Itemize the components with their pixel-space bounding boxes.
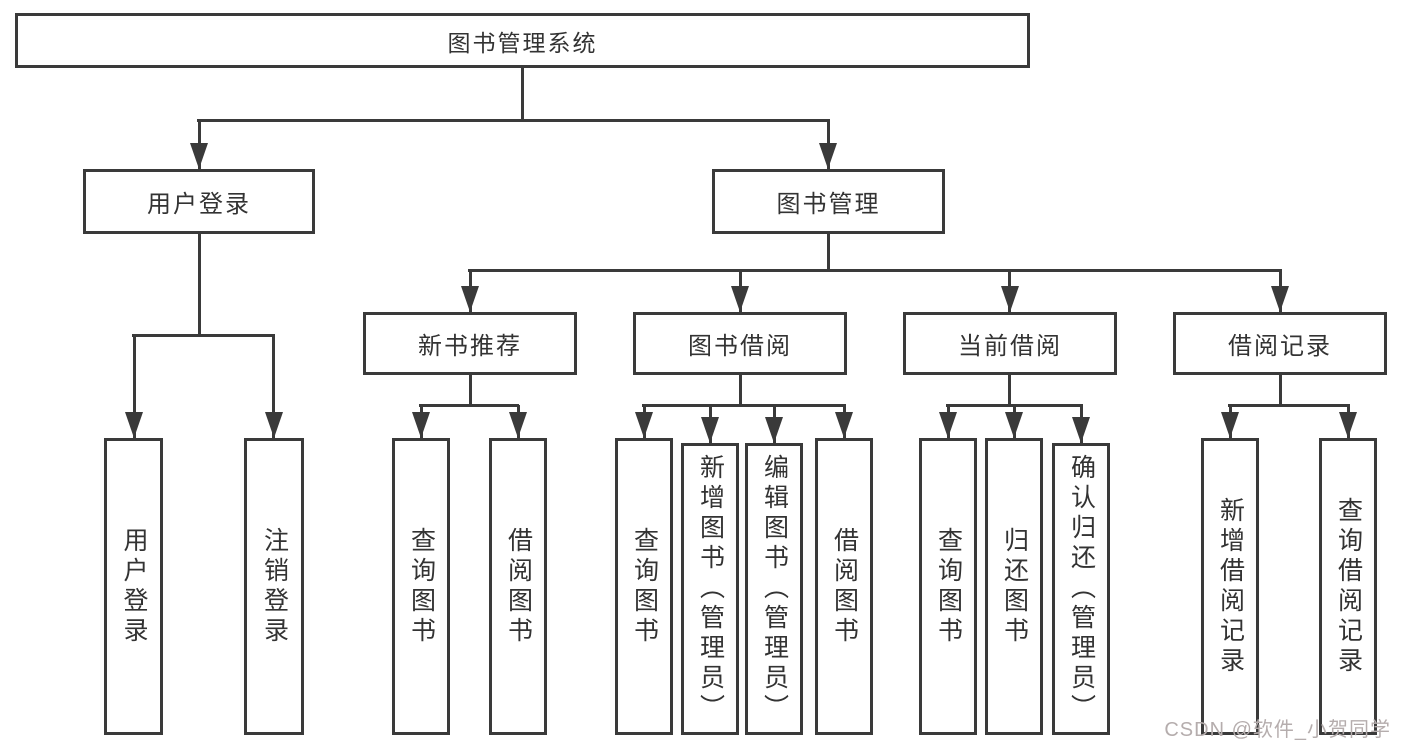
connector-line: [739, 374, 742, 406]
leaf-borrow-query: 查询图书: [615, 438, 673, 735]
arrow-down-icon: [765, 417, 783, 443]
leaf-newbook-borrow: 借阅图书: [489, 438, 547, 735]
connector-line: [827, 232, 830, 270]
leaf-borrow-edit: 编辑图书（管理员）: [745, 443, 803, 735]
leaf-newbook-query-label: 查询图书: [407, 526, 436, 647]
connector-line: [468, 269, 1282, 272]
leaf-current-confirm: 确认归还（管理员）: [1052, 443, 1110, 735]
node-records: 借阅记录: [1173, 312, 1387, 375]
arrow-down-icon: [635, 412, 653, 438]
leaf-user-login: 用户登录: [104, 438, 163, 735]
arrow-down-icon: [939, 412, 957, 438]
leaf-records-query-label: 查询借阅记录: [1334, 496, 1363, 677]
arrow-down-icon: [835, 412, 853, 438]
leaf-user-login-label: 用户登录: [120, 526, 148, 647]
node-user-login-label: 用户登录: [147, 191, 251, 218]
node-current: 当前借阅: [903, 312, 1117, 375]
node-book-mgmt: 图书管理: [712, 169, 945, 234]
arrow-down-icon: [265, 412, 283, 438]
leaf-records-query: 查询借阅记录: [1319, 438, 1377, 735]
leaf-newbook-query: 查询图书: [392, 438, 450, 735]
connector-line: [642, 404, 846, 407]
arrow-down-icon: [1339, 412, 1357, 438]
node-book-mgmt-label: 图书管理: [776, 191, 881, 218]
leaf-current-query-label: 查询图书: [934, 526, 963, 647]
node-records-label: 借阅记录: [1228, 333, 1332, 360]
connector-line: [272, 335, 275, 438]
connector-line: [1228, 404, 1350, 407]
node-current-label: 当前借阅: [958, 333, 1062, 360]
connector-line: [198, 232, 201, 336]
connector-line: [133, 335, 136, 438]
leaf-borrow-query-label: 查询图书: [630, 526, 659, 647]
node-borrow: 图书借阅: [633, 312, 847, 375]
arrow-down-icon: [509, 412, 527, 438]
arrow-down-icon: [461, 286, 479, 312]
arrow-down-icon: [701, 417, 719, 443]
connector-line: [521, 68, 524, 121]
leaf-borrow-borrow-label: 借阅图书: [830, 526, 859, 647]
leaf-borrow-edit-label: 编辑图书（管理员）: [760, 454, 789, 724]
arrow-down-icon: [819, 143, 837, 169]
leaf-current-return: 归还图书: [985, 438, 1043, 735]
arrow-down-icon: [1072, 417, 1090, 443]
leaf-borrow-add-label: 新增图书（管理员）: [696, 454, 725, 724]
leaf-current-confirm-label: 确认归还（管理员）: [1067, 454, 1096, 724]
leaf-borrow-add: 新增图书（管理员）: [681, 443, 739, 735]
node-root-label: 图书管理系统: [447, 29, 598, 56]
arrow-down-icon: [412, 412, 430, 438]
leaf-records-add-label: 新增借阅记录: [1216, 496, 1245, 677]
arrow-down-icon: [1271, 286, 1289, 312]
node-new-book-label: 新书推荐: [418, 333, 522, 360]
node-new-book: 新书推荐: [363, 312, 577, 375]
arrow-down-icon: [1005, 412, 1023, 438]
connector-line: [1008, 374, 1011, 406]
arrow-down-icon: [1221, 412, 1239, 438]
arrow-down-icon: [190, 143, 208, 169]
connector-line: [197, 119, 830, 122]
connector-line: [419, 404, 519, 407]
leaf-logout: 注销登录: [244, 438, 304, 735]
arrow-down-icon: [731, 286, 749, 312]
leaf-logout-label: 注销登录: [260, 526, 289, 647]
leaf-newbook-borrow-label: 借阅图书: [504, 526, 533, 647]
connector-line: [469, 374, 472, 406]
node-user-login: 用户登录: [83, 169, 315, 234]
leaf-current-query: 查询图书: [919, 438, 977, 735]
watermark: CSDN @软件_小贺同学: [1164, 719, 1391, 741]
arrow-down-icon: [125, 412, 143, 438]
arrow-down-icon: [1001, 286, 1019, 312]
connector-line: [1279, 374, 1282, 406]
leaf-borrow-borrow: 借阅图书: [815, 438, 873, 735]
node-borrow-label: 图书借阅: [688, 333, 792, 360]
node-root: 图书管理系统: [15, 13, 1030, 68]
leaf-current-return-label: 归还图书: [1000, 526, 1029, 647]
leaf-records-add: 新增借阅记录: [1201, 438, 1259, 735]
connector-line: [132, 334, 275, 337]
